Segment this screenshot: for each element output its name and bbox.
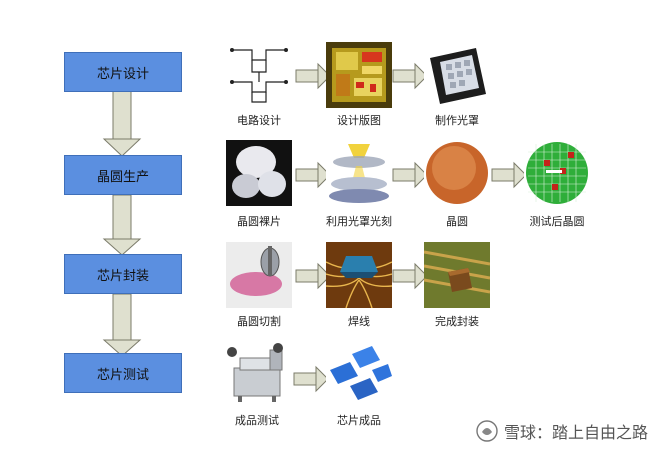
right-arrow <box>293 365 329 393</box>
stage-chip-design: 芯片设计 <box>64 52 182 92</box>
step-label: 成品测试 <box>235 414 279 427</box>
finished-chip-image <box>326 340 392 406</box>
step-label: 电路设计 <box>237 114 281 127</box>
step-label: 制作光罩 <box>435 114 479 127</box>
right-arrow <box>392 161 428 189</box>
watermark-text: 雪球：踏上自由之路 <box>503 423 648 442</box>
bare-wafer-image <box>226 140 292 206</box>
down-arrow-3 <box>102 293 142 357</box>
step-label: 晶圆切割 <box>237 315 281 328</box>
layout-image <box>326 42 392 108</box>
stage-label: 芯片封装 <box>96 268 149 284</box>
photomask-image <box>424 42 490 108</box>
finished-package-image <box>424 242 490 308</box>
step-label: 测试后晶圆 <box>529 215 585 228</box>
step-label: 设计版图 <box>337 114 381 127</box>
circuit-diagram-image <box>226 42 292 108</box>
tested-wafer-image <box>524 140 590 206</box>
right-arrow <box>392 262 428 290</box>
stage-chip-testing: 芯片测试 <box>64 353 182 393</box>
test-equipment-image <box>224 340 290 406</box>
step-label: 焊线 <box>348 315 370 328</box>
watermark: 雪球：踏上自由之路 <box>476 419 648 443</box>
lithography-image <box>326 140 392 206</box>
down-arrow-2 <box>102 194 142 256</box>
wafer-image <box>424 140 490 206</box>
right-arrow <box>295 62 331 90</box>
step-label: 完成封装 <box>435 315 479 328</box>
stage-label: 晶圆生产 <box>96 169 149 185</box>
stage-label: 芯片设计 <box>96 66 149 82</box>
step-label: 晶圆裸片 <box>237 215 281 228</box>
step-label: 芯片成品 <box>337 414 381 427</box>
right-arrow <box>392 62 428 90</box>
right-arrow <box>491 161 527 189</box>
wafer-dicing-image <box>226 242 292 308</box>
step-label: 利用光罩光刻 <box>326 215 392 228</box>
right-arrow <box>295 262 331 290</box>
stage-label: 芯片测试 <box>96 367 149 383</box>
down-arrow-1 <box>102 90 142 157</box>
stage-wafer-production: 晶圆生产 <box>64 155 182 195</box>
snowball-logo-icon <box>476 420 498 442</box>
wire-bonding-image <box>326 242 392 308</box>
stage-chip-packaging: 芯片封装 <box>64 254 182 294</box>
right-arrow <box>295 161 331 189</box>
step-label: 晶圆 <box>446 215 468 228</box>
